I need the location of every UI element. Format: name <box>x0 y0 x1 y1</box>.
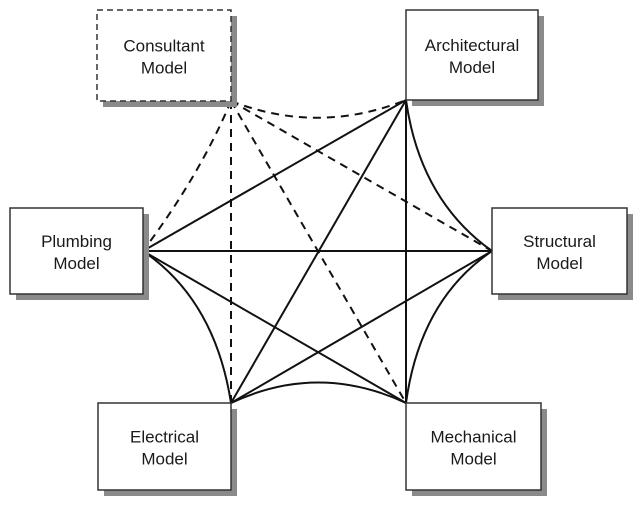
node-label-line2: Model <box>450 450 496 469</box>
edge-architectural-structural <box>405 99 493 252</box>
node-label-line2: Model <box>53 254 99 273</box>
node-label-line2: Model <box>141 450 187 469</box>
node-box <box>9 207 144 295</box>
node-label-line2: Model <box>536 254 582 273</box>
node-label-line1: Electrical <box>130 428 199 447</box>
edge-structural-mechanical <box>405 250 493 404</box>
nodes-layer: ConsultantModelArchitecturalModelPlumbin… <box>9 9 633 496</box>
edge-plumbing-mechanical <box>142 250 407 404</box>
edge-plumbing-electrical <box>142 250 232 404</box>
edge-consultant-plumbing <box>142 100 232 252</box>
node-box <box>97 402 232 491</box>
node-box <box>96 9 232 102</box>
node-label-line2: Model <box>141 59 187 78</box>
node-box <box>405 402 542 491</box>
node-label-line2: Model <box>449 58 495 77</box>
edges-layer <box>142 99 493 404</box>
edge-architectural-plumbing <box>142 99 407 252</box>
edge-electrical-mechanical <box>230 381 407 404</box>
node-box <box>405 9 539 101</box>
node-box <box>491 207 628 295</box>
node-label-line1: Architectural <box>425 36 519 55</box>
edge-structural-electrical <box>230 250 493 404</box>
node-label-line1: Structural <box>523 232 596 251</box>
node-label-line1: Mechanical <box>431 428 517 447</box>
node-label-line1: Consultant <box>123 37 205 56</box>
edge-consultant-architectural <box>230 99 407 119</box>
node-label-line1: Plumbing <box>41 232 112 251</box>
